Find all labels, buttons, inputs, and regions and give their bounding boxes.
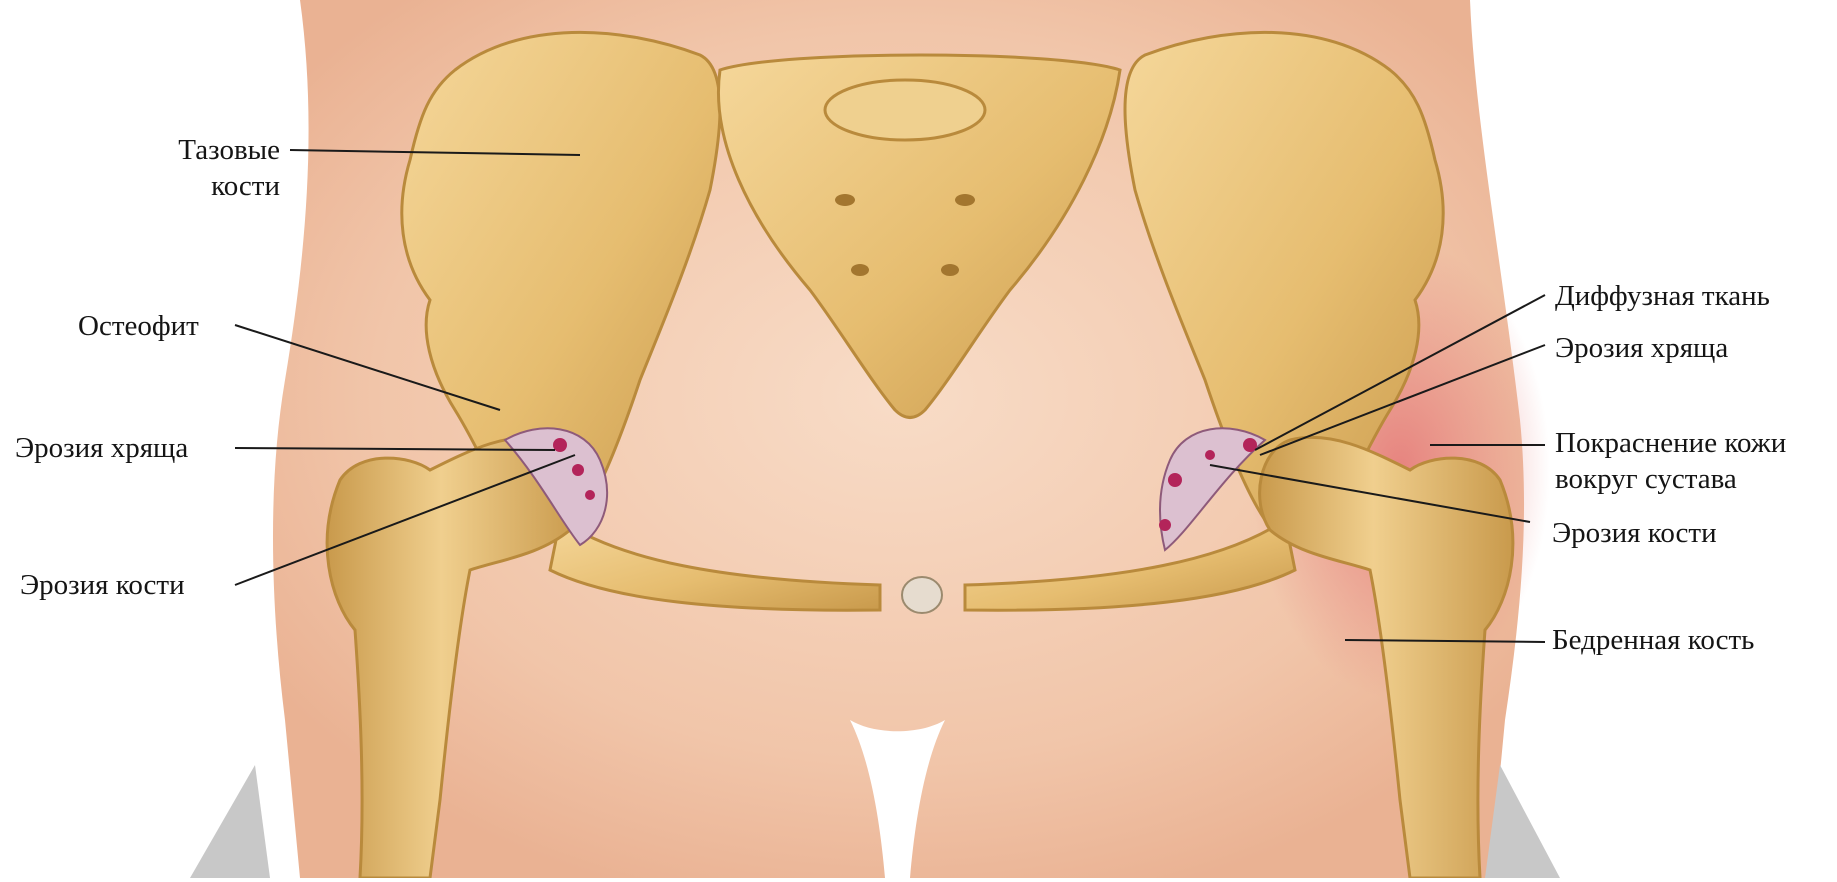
pubic-symphysis	[902, 577, 942, 613]
right-erosion-spot	[1205, 450, 1215, 460]
left-erosion-spot	[553, 438, 567, 452]
label-pelvic-bones-line1: Тазовые	[150, 132, 280, 168]
label-cartilage-erosion-right: Эрозия хряща	[1555, 330, 1728, 366]
vertebra-top	[825, 80, 985, 140]
label-bone-erosion-left: Эрозия кости	[20, 567, 185, 603]
label-diffuse-tissue: Диффузная ткань	[1555, 278, 1770, 314]
right-erosion-spot	[1168, 473, 1182, 487]
sacral-foramen	[851, 264, 869, 276]
right-erosion-spot	[1159, 519, 1171, 531]
label-osteophyte: Остеофит	[78, 308, 199, 344]
arrow-up-left	[190, 765, 270, 878]
right-erosion-spot	[1243, 438, 1257, 452]
label-skin-redness-line1: Покраснение кожи	[1555, 425, 1786, 461]
left-erosion-spot	[585, 490, 595, 500]
label-bone-erosion-right: Эрозия кости	[1552, 515, 1717, 551]
label-skin-redness-line2: вокруг сустава	[1555, 461, 1786, 497]
label-pelvic-bones: Тазовые кости	[150, 132, 280, 204]
label-pelvic-bones-line2: кости	[150, 168, 280, 204]
label-femur: Бедренная кость	[1552, 622, 1754, 658]
label-skin-redness: Покраснение кожи вокруг сустава	[1555, 425, 1786, 497]
left-erosion-spot	[572, 464, 584, 476]
sacral-foramen	[835, 194, 855, 206]
sacral-foramen	[941, 264, 959, 276]
label-cartilage-erosion-left: Эрозия хряща	[15, 430, 188, 466]
sacral-foramen	[955, 194, 975, 206]
